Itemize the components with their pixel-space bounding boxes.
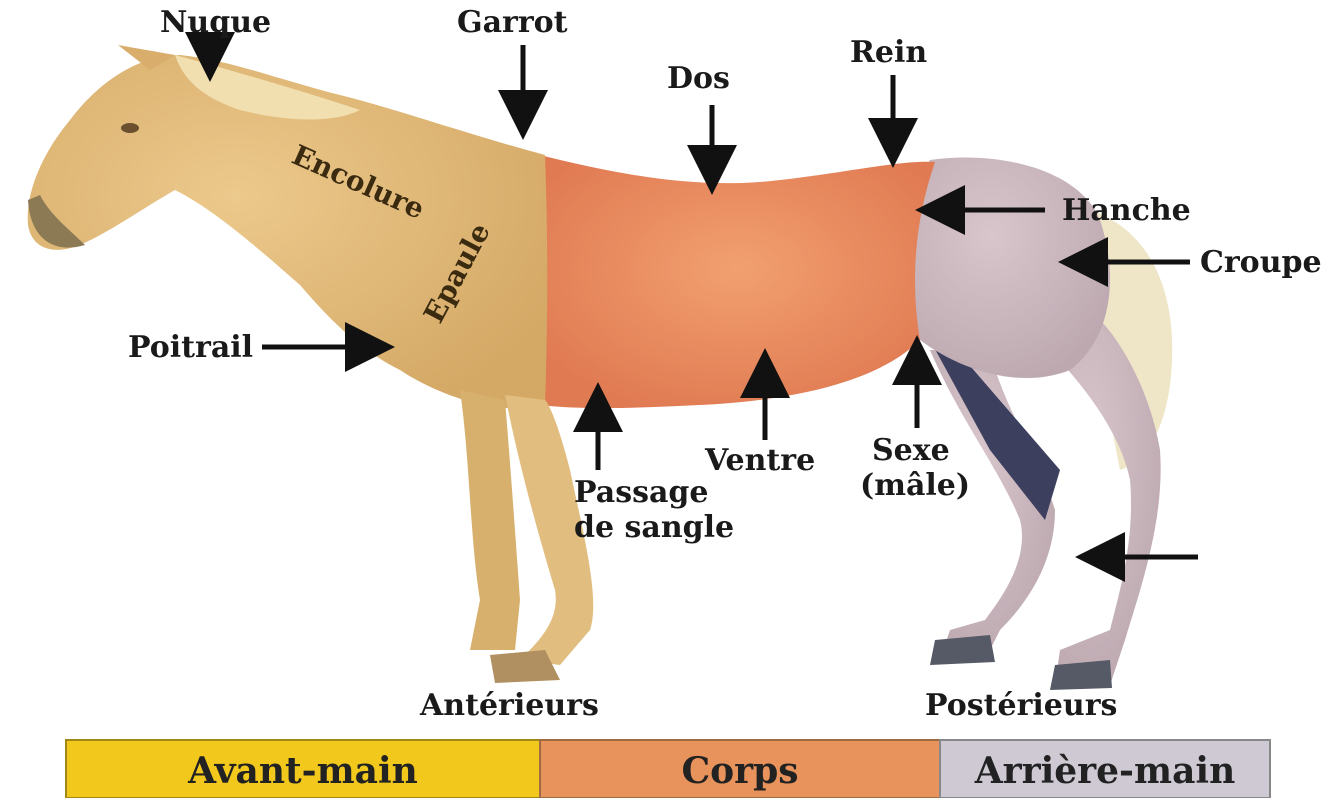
region-legend: Avant-main Corps Arrière-main (66, 740, 1270, 798)
label-passage-line1: Passage (574, 475, 708, 510)
label-nuque: Nuque (160, 5, 271, 40)
legend-corps-label: Corps (681, 750, 798, 792)
legend-arriere-main-label: Arrière-main (974, 750, 1236, 792)
hindquarters-region (911, 158, 1110, 379)
label-ventre: Ventre (704, 443, 815, 478)
label-hanche: Hanche (1062, 193, 1191, 228)
label-garrot: Garrot (457, 5, 568, 40)
body-region (540, 155, 935, 408)
front-leg-far (460, 390, 520, 650)
label-anterieurs: Antérieurs (419, 688, 599, 723)
label-posterieurs: Postérieurs (925, 688, 1117, 723)
label-sexe-line1: Sexe (872, 433, 950, 468)
label-rein: Rein (850, 35, 927, 70)
label-poitrail: Poitrail (128, 330, 253, 365)
label-sexe-line2: (mâle) (860, 468, 970, 503)
label-croupe: Croupe (1200, 245, 1322, 280)
horse-figure (28, 45, 1173, 690)
label-dos: Dos (667, 61, 730, 96)
eye (121, 123, 139, 133)
hind-hoof-far (930, 635, 995, 665)
legend-avant-main-label: Avant-main (187, 750, 418, 792)
label-passage-line2: de sangle (574, 510, 734, 545)
